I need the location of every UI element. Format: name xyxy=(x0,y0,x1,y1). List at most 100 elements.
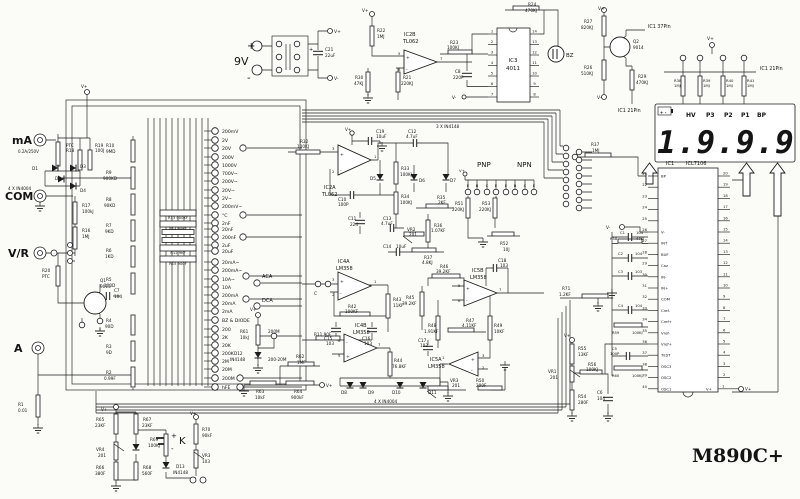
contact-point xyxy=(719,54,727,62)
r68-val: 560F xyxy=(142,471,153,476)
ic-blocks xyxy=(271,27,796,398)
resistor-symbol xyxy=(161,237,195,243)
resistor-symbol xyxy=(163,433,169,457)
c21-name: C21 xyxy=(325,47,334,52)
d13-name: D13 xyxy=(176,464,185,469)
power-switch-block[interactable] xyxy=(271,35,309,77)
arrow-icon xyxy=(641,162,658,185)
r60-val: 100KJ xyxy=(632,374,643,378)
ic1-pin-name: IN- xyxy=(661,274,667,279)
switch-contact xyxy=(211,186,219,194)
r41-val: 1MJ xyxy=(747,83,754,88)
r13-label: R13 900KF xyxy=(168,216,188,220)
range-label-21: 20mA xyxy=(222,301,236,307)
r35-val: 2KF xyxy=(438,200,446,205)
r42-val: 100KF xyxy=(345,309,359,314)
r62-name: R62 xyxy=(296,354,305,359)
contact-point xyxy=(740,54,748,62)
switch-contact xyxy=(211,266,219,274)
switch-contact xyxy=(211,161,219,169)
vr3a-name: VR3 xyxy=(450,378,459,383)
c16-name: C16 xyxy=(362,336,371,341)
switch-contact xyxy=(211,194,219,202)
resistor-symbol xyxy=(431,273,461,279)
contact-point xyxy=(293,66,301,74)
vplus-r61: V+ xyxy=(250,307,257,312)
resistor-symbol xyxy=(72,226,78,250)
vr1-name: VR1 xyxy=(548,369,557,374)
ic1-pin-name: OSC2 xyxy=(661,375,672,380)
resistor-symbol xyxy=(315,335,341,341)
resistor-symbol xyxy=(512,5,540,11)
r24-val: 470KJ xyxy=(525,8,537,13)
ic1-pin-number: 25 xyxy=(642,217,647,221)
ic1-pin-number: 29 xyxy=(642,262,647,266)
r10-name: R10 xyxy=(106,143,115,148)
resistor-symbol xyxy=(113,413,119,435)
input-jack-center xyxy=(37,250,43,256)
range-label-18: 10A~ xyxy=(222,277,235,283)
r3-name: R3 xyxy=(106,344,112,349)
ic2a-pin3: 3 xyxy=(332,146,335,151)
ic4a-plus: + xyxy=(340,279,344,285)
r70-name: R70 xyxy=(202,427,211,432)
contact-point xyxy=(67,250,73,256)
contact-point xyxy=(562,200,570,208)
resistor-symbol xyxy=(130,139,136,163)
resistor-symbol xyxy=(130,245,136,268)
r17-name: R17 xyxy=(82,203,91,208)
r58-val: 47KJ xyxy=(636,237,644,241)
switch-contact xyxy=(211,177,219,185)
d5-label: D5 xyxy=(370,176,376,181)
r43-name: R43 xyxy=(393,297,402,302)
range-label-10: °C xyxy=(222,213,228,219)
range-label-7: 20V~ xyxy=(222,188,235,194)
ic5b-pin6: 6 xyxy=(458,298,461,303)
contact-point xyxy=(464,188,472,196)
contact-point xyxy=(462,171,468,177)
vplus-k2: V+ xyxy=(190,411,197,416)
ic1-pin-number: 35 xyxy=(642,329,647,333)
contact-point xyxy=(67,242,73,248)
ic5b-pin5: 5 xyxy=(458,283,461,288)
d1-label: D1 xyxy=(32,166,38,171)
ic1-pin-number: 24 xyxy=(642,206,647,210)
r63-val: 10kF xyxy=(255,395,266,400)
resistor-symbol xyxy=(425,219,431,243)
ic1-21pin-label-left: IC1 21Pin xyxy=(618,108,641,114)
r39-val: 1MJ xyxy=(703,83,710,88)
r39-name: R39 xyxy=(703,78,711,83)
r46-val: 39.2KF xyxy=(436,269,451,274)
wire-label-200-20m: 200-20M xyxy=(268,357,287,362)
ic2b-minus: - xyxy=(406,68,408,73)
resistor-symbol xyxy=(159,220,197,228)
r38-name: R38 xyxy=(674,78,682,83)
c11-val: 224 xyxy=(350,222,358,227)
ic5b-triangle xyxy=(463,279,499,307)
ic2a-minus: - xyxy=(340,169,342,174)
r22-val: 1MJ xyxy=(377,34,385,39)
ic3-pin-number: 12 xyxy=(532,51,537,55)
ic4a-minus: - xyxy=(340,292,342,297)
c7-name: C7 xyxy=(114,288,120,293)
d10-label: D10 xyxy=(392,390,401,395)
r7-name: R7 xyxy=(106,223,112,228)
contact-point xyxy=(575,172,583,180)
c-point-label: C xyxy=(314,291,317,297)
ic1-pin-name: Vref- xyxy=(661,330,671,335)
range-label-29: 20M xyxy=(222,367,232,373)
ic2b-pin7: 7 xyxy=(440,56,443,61)
ic5a-part: LM358 xyxy=(428,364,445,370)
r4-val: 90D xyxy=(105,324,114,329)
ic1-pin-number: 4 xyxy=(723,351,726,355)
r34-val: 100KJ xyxy=(400,200,412,205)
ic1-pin-number: 40 xyxy=(642,385,647,389)
resistor-symbol xyxy=(113,441,119,461)
contact-point xyxy=(562,152,570,160)
resistor-symbol xyxy=(697,75,703,97)
contact-point xyxy=(50,249,58,257)
vr2-name: VR2 xyxy=(407,227,416,232)
lcd-hv: HV xyxy=(686,112,696,119)
contact-point xyxy=(562,192,570,200)
